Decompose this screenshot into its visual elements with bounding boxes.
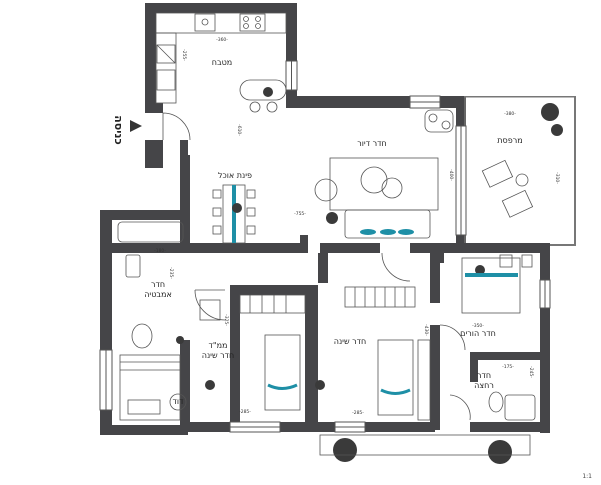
bath-label-2: אמבטיה bbox=[144, 290, 172, 299]
boiler-label: דוד bbox=[173, 397, 185, 406]
master-furniture bbox=[439, 254, 533, 351]
dim-hall: -610- bbox=[236, 124, 242, 136]
dim-balcony-h2: -310- bbox=[554, 172, 560, 184]
dimension-labels: -360- -255- -610- -755- -380- -400- -310… bbox=[154, 37, 560, 416]
scale-label: 1:1 bbox=[582, 473, 592, 480]
bed-icon bbox=[264, 334, 301, 411]
boiler-icon bbox=[169, 393, 187, 411]
master-label: חדר הורים bbox=[460, 329, 496, 338]
armchair-icon bbox=[314, 178, 338, 202]
dim-safe-w: -285- bbox=[239, 409, 251, 415]
room-labels: מטבח פינת אוכל חדר דיור מרפסת חדר אמבטיה… bbox=[144, 58, 523, 406]
toilet-icon bbox=[488, 391, 504, 413]
dim-master-w: -350- bbox=[472, 323, 484, 329]
plant-icons bbox=[176, 87, 563, 464]
sofa-icon bbox=[344, 209, 431, 239]
entrance-door-icon bbox=[162, 112, 191, 141]
bedroom-furniture bbox=[344, 252, 431, 421]
dim-balcony-h1: -400- bbox=[448, 169, 454, 181]
windows bbox=[99, 60, 551, 433]
dim-safe-h: -325- bbox=[223, 314, 229, 326]
safe-room-furniture bbox=[194, 289, 306, 411]
dim-shower-h: -245- bbox=[528, 366, 534, 378]
sink-icon bbox=[125, 254, 141, 278]
shower-fixtures bbox=[449, 391, 536, 421]
sink-icon bbox=[194, 13, 216, 32]
living-furniture bbox=[314, 109, 454, 239]
shower-label-1: חדר bbox=[477, 371, 491, 380]
dim-kitchen-w: -360- bbox=[216, 37, 228, 43]
stove-icon bbox=[239, 13, 266, 32]
safe-label-1: ממ"ד bbox=[209, 341, 228, 350]
kitchen-label: מטבח bbox=[212, 58, 232, 67]
dim-living-w: -755- bbox=[294, 211, 306, 217]
dim-bed-h: -430- bbox=[423, 324, 429, 336]
dim-kitchen-h: -255- bbox=[181, 49, 187, 61]
balcony-furniture bbox=[481, 159, 534, 218]
bathtub-icon bbox=[117, 221, 184, 243]
stool-icon bbox=[249, 101, 261, 113]
shower-label-2: רחצה bbox=[474, 381, 494, 390]
dim-balcony-w: -380- bbox=[504, 111, 516, 117]
sun-lounger-icon bbox=[481, 159, 514, 188]
walls bbox=[100, 3, 576, 435]
kitchen-fixtures bbox=[155, 12, 287, 113]
bath-label-1: חדר bbox=[151, 280, 165, 289]
shower-icon bbox=[504, 394, 536, 421]
living-label: חדר דיור bbox=[357, 139, 387, 148]
dim-bath-h: -235- bbox=[168, 267, 174, 279]
planter-boxes bbox=[319, 434, 531, 456]
bed-icon bbox=[377, 339, 414, 416]
safe-label-2: חדר שינה bbox=[202, 351, 235, 360]
entrance-label: כניסה bbox=[112, 115, 125, 145]
entrance-arrow-icon bbox=[130, 120, 142, 132]
dining-label: פינת אוכל bbox=[218, 171, 252, 180]
bed-icon bbox=[461, 257, 521, 314]
dim-bath-w: -180- bbox=[154, 248, 166, 254]
balcony-label: מרפסת bbox=[497, 136, 522, 145]
toilet-icon bbox=[131, 323, 153, 349]
dim-bed-w: -285- bbox=[352, 410, 364, 416]
dining-table bbox=[212, 184, 256, 244]
bathroom-fixtures bbox=[117, 221, 187, 421]
dim-shower-w: -175- bbox=[502, 364, 514, 370]
bedroom-label: חדר שינה bbox=[334, 337, 367, 346]
